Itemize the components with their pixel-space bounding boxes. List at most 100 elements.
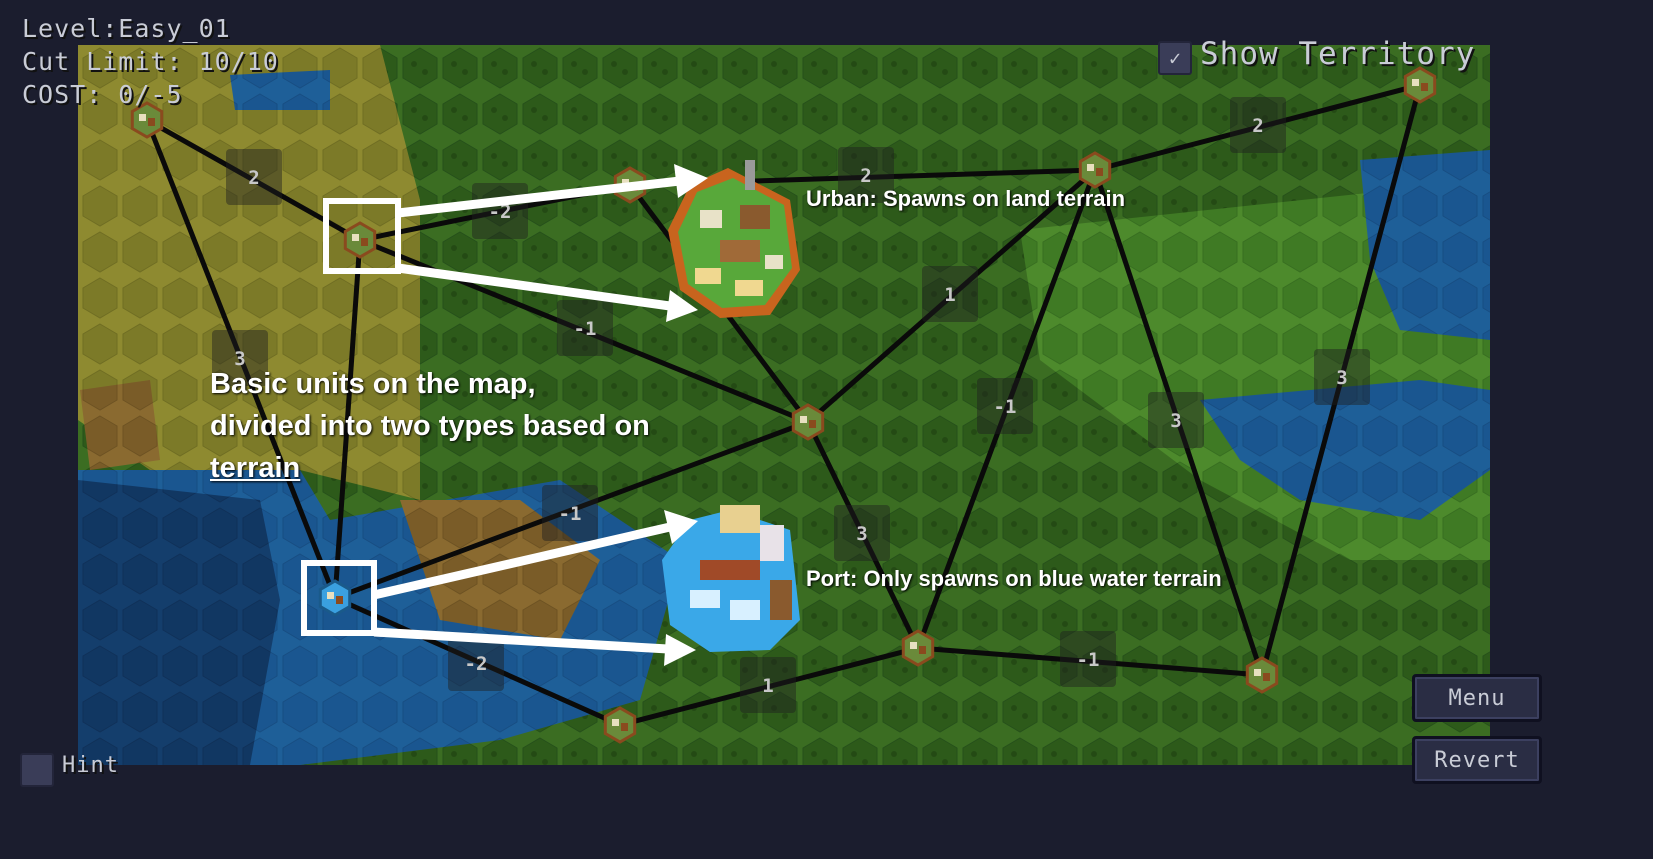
edge-i-d[interactable]	[915, 169, 1098, 649]
city-node[interactable]	[343, 221, 377, 259]
annotation-overlay	[301, 164, 708, 666]
city-node[interactable]	[791, 403, 825, 441]
deep-water-terrain	[78, 480, 280, 765]
edge-weight-label: -1	[559, 503, 582, 525]
edge-i-j[interactable]	[917, 645, 1263, 678]
edge-g-h[interactable]	[333, 595, 622, 728]
edge-h-i[interactable]	[619, 645, 919, 728]
edge-weight[interactable]: -2	[472, 183, 528, 239]
urban-icon	[1078, 151, 1112, 189]
edge-weight-label: -1	[994, 396, 1017, 418]
edge-weight[interactable]: 1	[740, 657, 796, 713]
edge-weight[interactable]: -1	[1060, 631, 1116, 687]
cost-label: COST: 0/-5	[22, 80, 183, 109]
building-icon	[336, 596, 343, 604]
edge-weight-label: 2	[248, 167, 259, 189]
edge-g-f[interactable]	[334, 419, 809, 601]
building-icon	[621, 723, 628, 731]
basic-units-line-2: divided into two types based on	[210, 410, 650, 442]
urban-icon	[791, 403, 825, 441]
edge-weight[interactable]: -2	[448, 635, 504, 691]
edge-a-g[interactable]	[144, 119, 338, 599]
edge-weight-label: 2	[860, 165, 871, 187]
edge-weight[interactable]: -1	[977, 378, 1033, 434]
building-icon	[1096, 168, 1103, 176]
edge-weight[interactable]: -1	[557, 300, 613, 356]
edge-d-j[interactable]	[1092, 169, 1265, 676]
building-icon	[1087, 164, 1094, 171]
urban-annotation: Urban: Spawns on land terrain	[806, 186, 1126, 211]
city-node[interactable]	[130, 101, 164, 139]
edge-weights-layer: 2 -2 3 -1 -1 1 -1 -2 1 3 3 -1 2 3 2	[212, 97, 1370, 713]
edge-weight[interactable]: 2	[1230, 97, 1286, 153]
pond-terrain	[230, 70, 330, 110]
edge-weight-label: 3	[234, 348, 245, 370]
nodes-layer	[130, 66, 1437, 744]
edge-weight[interactable]: 3	[834, 505, 890, 561]
mud-terrain	[80, 380, 160, 470]
edge-weight[interactable]: 1	[922, 266, 978, 322]
edge-b-g[interactable]	[332, 239, 363, 599]
city-node[interactable]	[1403, 66, 1437, 104]
building-icon	[910, 642, 917, 649]
menu-button[interactable]: Menu	[1412, 674, 1542, 722]
edge-weight[interactable]: 3	[212, 330, 268, 386]
building-icon	[612, 719, 619, 726]
port-highlight-box	[301, 560, 377, 636]
building-icon	[139, 114, 146, 121]
edge-f-i[interactable]	[805, 420, 921, 650]
building-icon	[148, 118, 155, 126]
urban-icon	[1245, 656, 1279, 694]
urban-icon	[130, 101, 164, 139]
show-territory-checkbox[interactable]: ✓	[1158, 41, 1192, 75]
edge-weight[interactable]: 3	[1148, 392, 1204, 448]
arrow-urban-top	[397, 176, 681, 218]
city-node[interactable]	[1245, 656, 1279, 694]
revert-button[interactable]: Revert	[1412, 736, 1542, 784]
urban-illustration	[668, 160, 800, 318]
edge-e-j[interactable]	[1259, 84, 1423, 676]
city-node[interactable]	[901, 629, 935, 667]
building-icon	[352, 234, 359, 241]
city-node[interactable]	[1078, 151, 1112, 189]
edge-f-d[interactable]	[806, 168, 1097, 424]
port-annotation: Port: Only spawns on blue water terrain	[806, 566, 1222, 591]
edge-weight[interactable]: -1	[542, 485, 598, 541]
edge-weight-label: 1	[944, 284, 955, 306]
building-icon	[1254, 669, 1261, 676]
building-icon	[800, 416, 807, 423]
edge-weight-label: -1	[574, 318, 597, 340]
arrow-urban-bottom	[397, 263, 671, 311]
building-icon	[622, 179, 629, 186]
level-label: Level:Easy_01	[22, 14, 231, 43]
edge-weight[interactable]: 2	[226, 149, 282, 205]
edge-weight[interactable]: 2	[838, 147, 894, 203]
urban-icon	[1403, 66, 1437, 104]
building-icon	[919, 646, 926, 654]
edge-d-e[interactable]	[1094, 82, 1421, 173]
edge-weight-label: -2	[465, 653, 488, 675]
urban-icon	[603, 706, 637, 744]
city-node[interactable]	[318, 579, 352, 617]
edge-weight-label: 3	[1170, 410, 1181, 432]
arrow-port-bottom	[373, 627, 669, 654]
hint-checkbox[interactable]	[20, 753, 54, 787]
edge-weight-label: 2	[1252, 115, 1263, 137]
city-node[interactable]	[603, 706, 637, 744]
urban-icon	[901, 629, 935, 667]
building-icon	[809, 420, 816, 428]
edge-weight-label: 1	[762, 675, 773, 697]
edge-weight-label: 3	[1336, 367, 1347, 389]
edge-weight[interactable]: 3	[1314, 349, 1370, 405]
show-territory-label: Show Territory	[1200, 36, 1476, 72]
building-icon	[361, 238, 368, 246]
arrow-port-top	[372, 522, 672, 600]
basic-units-line-1: Basic units on the map,	[210, 368, 536, 400]
check-icon: ✓	[1168, 46, 1182, 70]
port-icon	[318, 579, 352, 617]
building-icon	[1421, 83, 1428, 91]
basic-units-line-3: terrain	[210, 452, 301, 484]
building-icon	[1263, 673, 1270, 681]
